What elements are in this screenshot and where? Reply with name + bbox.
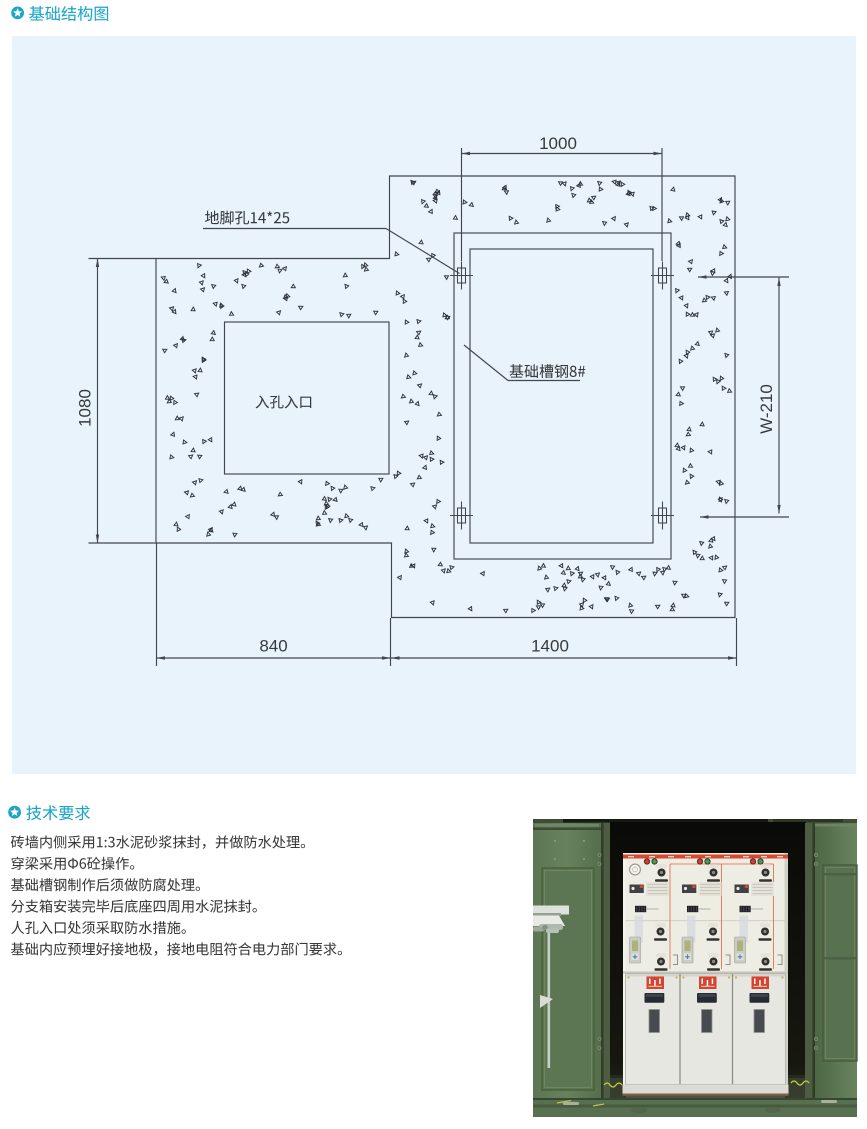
svg-text:W-210: W-210: [757, 384, 776, 434]
svg-text:1400: 1400: [531, 637, 569, 656]
svg-text:1000: 1000: [539, 134, 577, 153]
svg-text:1080: 1080: [76, 389, 95, 427]
svg-text:840: 840: [259, 637, 287, 656]
